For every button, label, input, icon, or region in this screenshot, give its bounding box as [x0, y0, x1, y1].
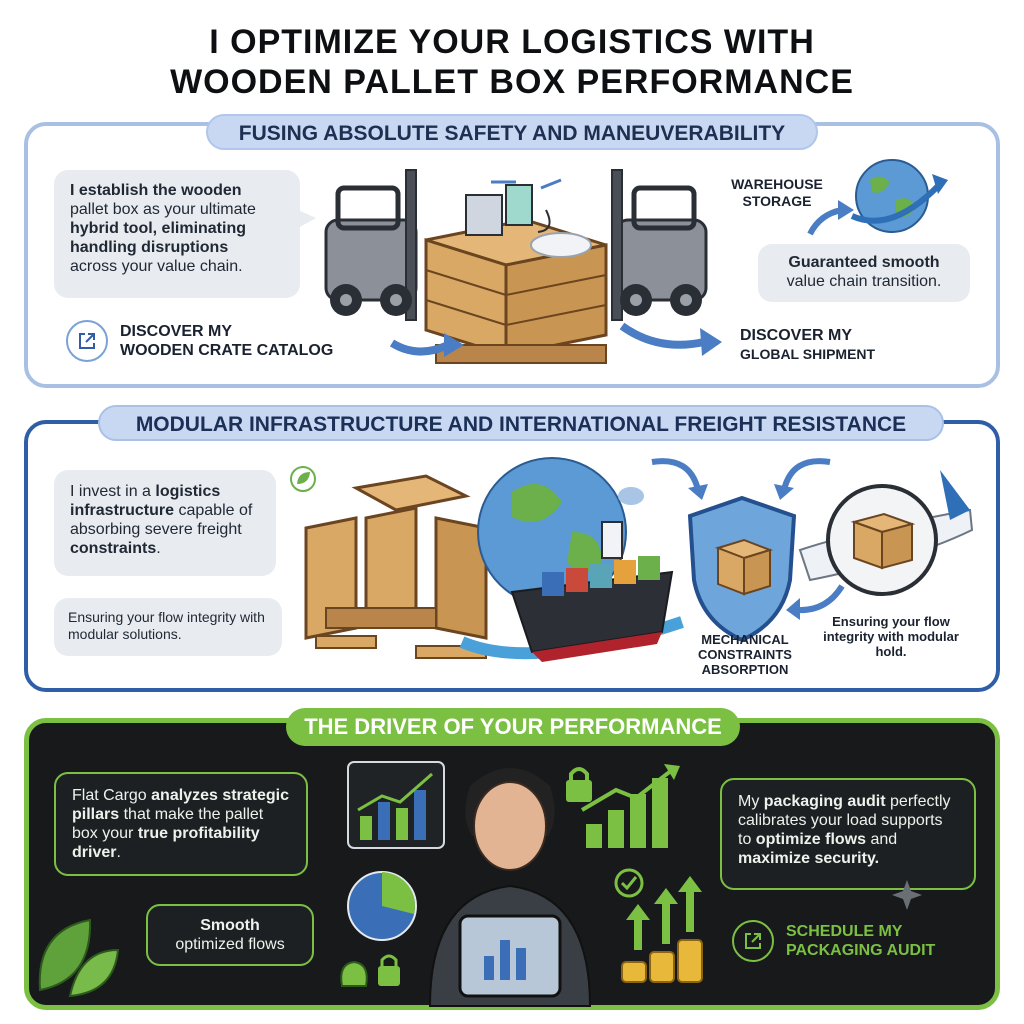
section-infrastructure-title: MODULAR INFRASTRUCTURE AND INTERNATIONAL…: [98, 405, 944, 441]
right-forklift-icon: [611, 169, 708, 321]
page-title: I OPTIMIZE YOUR LOGISTICS WITH WOODEN PA…: [0, 22, 1024, 102]
arrow-right-icon: [389, 333, 464, 357]
sparkle-icon: [892, 880, 922, 910]
coins-growth-icon: [621, 876, 703, 983]
growth-chart-icon: [580, 764, 680, 848]
cargo-ship-globe-icon: [459, 457, 684, 662]
cloud-icon: [618, 487, 644, 505]
pie-chart-icon: [347, 871, 417, 941]
external-link-icon: [732, 920, 774, 962]
catalog-link[interactable]: DISCOVER MY WOODEN CRATE CATALOG: [66, 320, 333, 362]
section-performance-title: THE DRIVER OF YOUR PERFORMANCE: [286, 708, 740, 746]
arrow-curve-icon: [651, 458, 708, 500]
check-icon: [614, 868, 644, 898]
smooth-flows-bubble: Smooth optimized flows: [146, 904, 314, 966]
globe-icon: [850, 159, 948, 233]
warehouse-storage-label: WAREHOUSE STORAGE: [731, 176, 823, 209]
money-bag-lock-icon: [340, 954, 400, 987]
arrow-back-icon: [786, 584, 845, 620]
left-forklift-icon: [324, 169, 418, 321]
bubble-tail: [298, 210, 316, 228]
wooden-crate-icon: [424, 178, 608, 364]
arrow-up-right-icon: [807, 200, 854, 236]
schedule-audit-link[interactable]: SCHEDULE MY PACKAGING AUDIT: [732, 920, 935, 962]
infrastructure-bubble: I invest in a logistics infrastructure c…: [54, 470, 276, 576]
arrow-curve-left-icon: [774, 458, 831, 500]
strategic-pillars-bubble: Flat Cargo analyzes strategic pillars th…: [54, 772, 308, 876]
arrow-shipment-icon: [619, 322, 722, 356]
packaging-audit-bubble: My packaging audit perfectly calibrates …: [720, 778, 976, 890]
page-title-line2: WOODEN PALLET BOX PERFORMANCE: [170, 63, 854, 101]
airplane-crate-icon: [798, 470, 974, 596]
modular-hold-text: Ensuring your flow integrity with modula…: [823, 614, 959, 659]
modular-crate-panels-icon: [304, 474, 488, 659]
hybrid-tool-bubble: I establish the wooden pallet box as you…: [54, 170, 300, 298]
shield-crate-icon: [687, 495, 797, 643]
page-title-line1: I OPTIMIZE YOUR LOGISTICS WITH: [209, 23, 815, 61]
global-shipment-link[interactable]: DISCOVER MY GLOBAL SHIPMENT: [740, 327, 876, 362]
bar-chart-icon: [347, 761, 445, 849]
leaves-icon: [38, 918, 120, 998]
leaf-eco-icon: [290, 466, 316, 492]
external-link-icon: [66, 320, 108, 362]
lock-icon: [566, 767, 592, 802]
analyst-person-icon: [428, 768, 592, 1007]
section-safety-title: FUSING ABSOLUTE SAFETY AND MANEUVERABILI…: [206, 114, 818, 150]
mechanical-absorption-label: MECHANICAL CONSTRAINTS ABSORPTION: [698, 632, 792, 677]
flow-integrity-bubble: Ensuring your flow integrity with modula…: [54, 598, 282, 656]
forklift-crate-illustration: [324, 169, 708, 364]
guaranteed-transition-bubble: Guaranteed smooth value chain transition…: [758, 244, 970, 302]
